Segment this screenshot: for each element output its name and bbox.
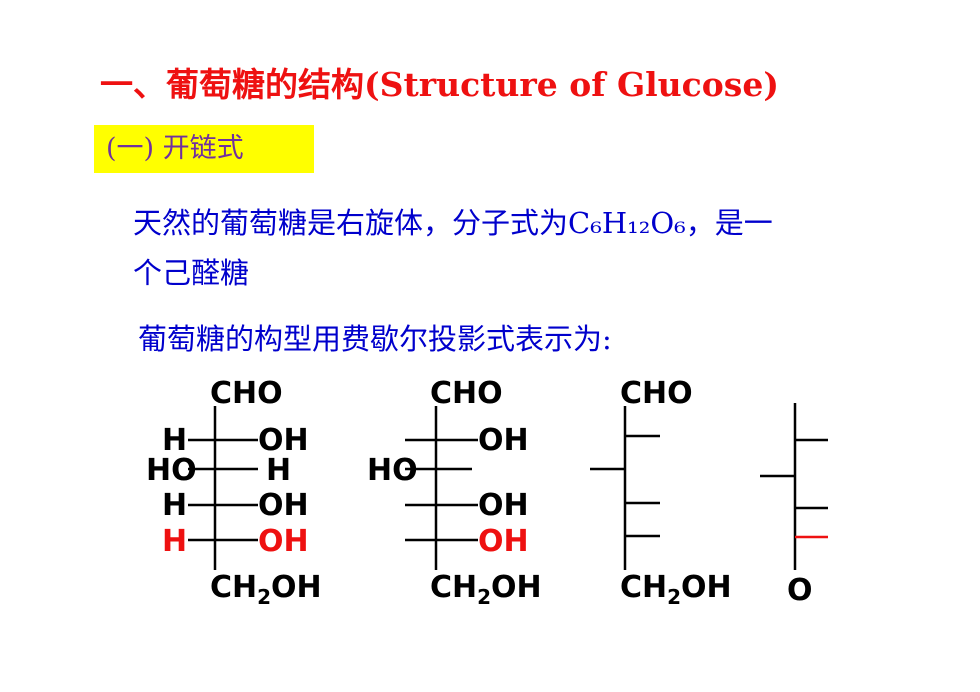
s2-row2-left: HO [367, 453, 418, 488]
s3-bottom-group: CH2OH [620, 570, 732, 609]
fischer-structure-2: CHO OH HO OH OH CH2OH [367, 376, 542, 609]
s1-row2-left: HO [146, 453, 197, 488]
s4-bottom-group: O [787, 573, 813, 608]
s2-row1-right: OH [478, 423, 529, 458]
s1-row4-left: H [162, 524, 187, 559]
intro-paragraph: 天然的葡萄糖是右旋体，分子式为C₆H₁₂O₆，是一 个己醛糖 [133, 198, 913, 298]
s2-top-group: CHO [430, 376, 503, 411]
s3-top-group: CHO [620, 376, 693, 411]
fischer-intro: 葡萄糖的构型用费歇尔投影式表示为: [138, 322, 612, 356]
s2-row4-right: OH [478, 524, 529, 559]
s1-row1-left: H [162, 423, 187, 458]
s2-row3-right: OH [478, 488, 529, 523]
section-heading: (一) 开链式 [94, 125, 314, 173]
s1-row4-right: OH [258, 524, 309, 559]
intro-line-2: 个己醛糖 [133, 256, 250, 290]
s1-top-group: CHO [210, 376, 283, 411]
s1-row3-left: H [162, 488, 187, 523]
s1-bottom-group: CH2OH [210, 570, 322, 609]
s1-row3-right: OH [258, 488, 309, 523]
fischer-structure-4: O [760, 403, 828, 608]
s2-bottom-group: CH2OH [430, 570, 542, 609]
slide-title: 一、葡萄糖的结构(Structure of Glucose) [100, 65, 779, 104]
fischer-structure-3: CHO CH2OH [590, 376, 732, 609]
s1-row1-right: OH [258, 423, 309, 458]
fischer-structure-1: CHO H OH HO H H OH H OH CH2OH [146, 376, 322, 609]
s1-row2-right: H [266, 453, 291, 488]
intro-line-1: 天然的葡萄糖是右旋体，分子式为C₆H₁₂O₆，是一 [133, 206, 773, 240]
